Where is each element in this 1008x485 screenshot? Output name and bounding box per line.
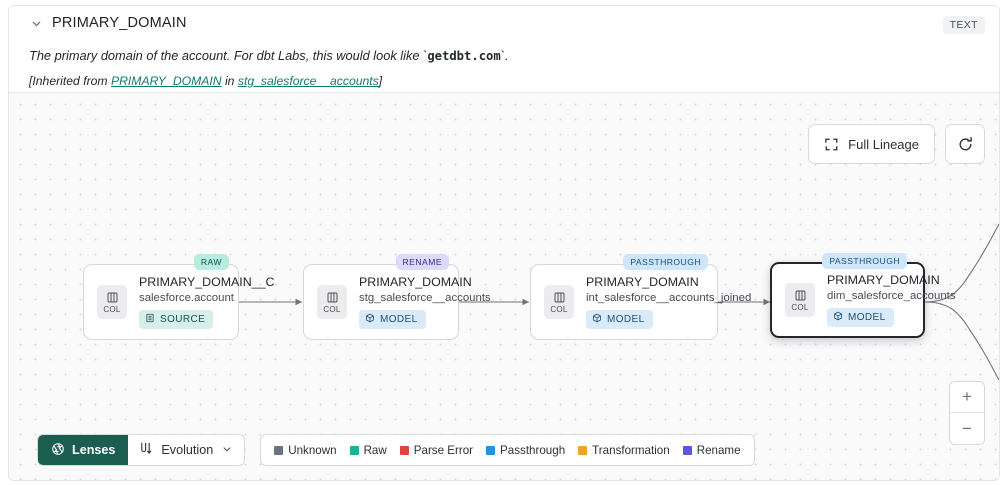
node-title: PRIMARY_DOMAIN: [827, 273, 940, 287]
canvas-bottom-toolbar: Lenses Evolution U: [37, 434, 755, 466]
page-title: PRIMARY_DOMAIN: [52, 15, 187, 31]
node-info: PRIMARY_DOMAIN dim_salesforce_accounts M…: [827, 273, 956, 327]
legend-item: Unknown: [274, 443, 337, 457]
cube-icon: [833, 311, 843, 324]
inherited-prefix: [Inherited from: [29, 74, 111, 88]
description-period: .: [504, 48, 509, 63]
node-kind-label: MODEL: [607, 314, 645, 325]
node-kind-badge: MODEL: [827, 308, 894, 327]
node-tag-raw: RAW: [193, 254, 229, 270]
description-backtick-close: `: [500, 48, 505, 63]
zoom-out-button[interactable]: −: [962, 418, 972, 438]
legend-swatch-rename: [682, 445, 692, 455]
legend-label: Parse Error: [413, 443, 474, 457]
node-title: PRIMARY_DOMAIN: [359, 275, 472, 289]
legend-label: Unknown: [288, 443, 337, 457]
lenses-label: Lenses: [72, 443, 116, 457]
database-icon: [145, 313, 155, 326]
node-kind-badge: MODEL: [359, 310, 426, 329]
lineage-node-stg-salesforce-accounts[interactable]: RENAME COL PRIMARY_DOMAIN stg_salesforce…: [303, 254, 491, 340]
lineage-canvas[interactable]: RAW COL PRIMARY_DOMAIN__C salesforce.acc…: [9, 92, 999, 480]
node-kind-badge: MODEL: [586, 310, 653, 329]
node-tag-passthrough: PASSTHROUGH: [623, 254, 708, 270]
legend-label: Raw: [363, 443, 387, 457]
col-icon: COL: [544, 285, 574, 319]
evolution-label: Evolution: [161, 443, 214, 457]
node-tag-passthrough: PASSTHROUGH: [822, 253, 907, 269]
col-icon: COL: [785, 283, 815, 317]
canvas-controls: Full Lineage: [808, 124, 985, 164]
legend-swatch-parse-error: [399, 445, 409, 455]
column-type-badge: TEXT: [942, 16, 985, 34]
expand-corners-icon: [824, 137, 839, 152]
lineage-node-primary-domain-c[interactable]: RAW COL PRIMARY_DOMAIN__C salesforce.acc…: [83, 254, 274, 340]
zoom-in-button[interactable]: +: [950, 382, 984, 413]
col-icon-label: COL: [550, 304, 568, 314]
zoom-controls: + −: [949, 381, 985, 445]
panel-header: PRIMARY_DOMAIN TEXT The primary domain o…: [9, 6, 999, 91]
legend-swatch-transformation: [578, 445, 588, 455]
chevron-down-icon: [221, 443, 233, 458]
node-subtitle: salesforce.account: [139, 292, 234, 304]
column-description: The primary domain of the account. For d…: [29, 48, 509, 63]
full-lineage-label: Full Lineage: [848, 136, 919, 152]
description-code: getdbt.com: [427, 49, 501, 63]
lenses-button[interactable]: Lenses: [38, 435, 129, 465]
legend-item: Parse Error: [399, 443, 474, 457]
legend-item: Raw: [349, 443, 387, 457]
evolution-flow-icon: [139, 441, 153, 459]
col-icon: COL: [317, 285, 347, 319]
description-text: The primary domain of the account. For d…: [29, 48, 424, 63]
legend-swatch-unknown: [274, 445, 284, 455]
legend-item: Transformation: [578, 444, 670, 457]
inherited-suffix: ]: [378, 74, 383, 88]
node-kind-label: SOURCE: [160, 314, 206, 325]
legend-label: Passthrough: [500, 443, 566, 457]
header-title-row: PRIMARY_DOMAIN: [29, 15, 187, 31]
lineage-node-dim-salesforce-accounts[interactable]: PASSTHROUGH COL PRIMARY_DOMAIN dim_sales…: [770, 253, 956, 338]
node-kind-label: MODEL: [380, 314, 418, 325]
cube-icon: [365, 313, 375, 326]
inherited-from-line: [Inherited from PRIMARY_DOMAIN in stg_sa…: [29, 74, 382, 88]
cube-icon: [592, 313, 602, 326]
refresh-icon: [957, 136, 974, 153]
node-info: PRIMARY_DOMAIN__C salesforce.account SOU…: [139, 275, 274, 329]
legend-item: Rename: [682, 443, 741, 457]
chevron-down-icon[interactable]: [29, 16, 43, 30]
legend-label: Transformation: [592, 443, 670, 457]
lineage-node-int-salesforce-accounts-joined[interactable]: PASSTHROUGH COL PRIMARY_DOMAIN int_sales…: [530, 254, 751, 340]
legend-item: Passthrough: [486, 444, 565, 457]
refresh-button[interactable]: [945, 124, 985, 164]
node-subtitle: dim_salesforce_accounts: [827, 290, 956, 302]
node-title: PRIMARY_DOMAIN: [586, 275, 699, 289]
col-icon-label: COL: [323, 304, 341, 314]
inherited-model-link[interactable]: stg_salesforce__accounts: [237, 74, 379, 88]
col-icon-label: COL: [791, 302, 809, 312]
node-kind-badge: SOURCE: [139, 310, 214, 329]
lenses-segmented-control: Lenses Evolution: [37, 434, 246, 466]
node-info: PRIMARY_DOMAIN int_salesforce__accounts_…: [586, 275, 751, 329]
col-icon-label: COL: [103, 304, 121, 314]
full-lineage-button[interactable]: Full Lineage: [808, 124, 935, 164]
lineage-legend: Unknown Raw Parse Error Passthrough: [260, 434, 755, 466]
column-detail-panel: PRIMARY_DOMAIN TEXT The primary domain o…: [8, 5, 1000, 481]
evolution-dropdown[interactable]: Evolution: [128, 435, 245, 465]
node-title: PRIMARY_DOMAIN__C: [139, 275, 275, 289]
legend-swatch-passthrough: [486, 445, 496, 455]
node-info: PRIMARY_DOMAIN stg_salesforce__accounts …: [359, 275, 491, 329]
inherited-column-link[interactable]: PRIMARY_DOMAIN: [110, 74, 222, 88]
node-tag-rename: RENAME: [395, 254, 449, 270]
description-backtick-open: `: [423, 48, 428, 63]
inherited-in-word: in: [221, 74, 238, 88]
aperture-icon: [51, 442, 65, 459]
col-icon: COL: [97, 285, 127, 319]
legend-swatch-raw: [349, 445, 359, 455]
node-kind-label: MODEL: [848, 312, 886, 323]
node-subtitle: int_salesforce__accounts_joined: [586, 292, 752, 304]
legend-label: Rename: [696, 443, 741, 457]
node-subtitle: stg_salesforce__accounts: [359, 292, 491, 304]
